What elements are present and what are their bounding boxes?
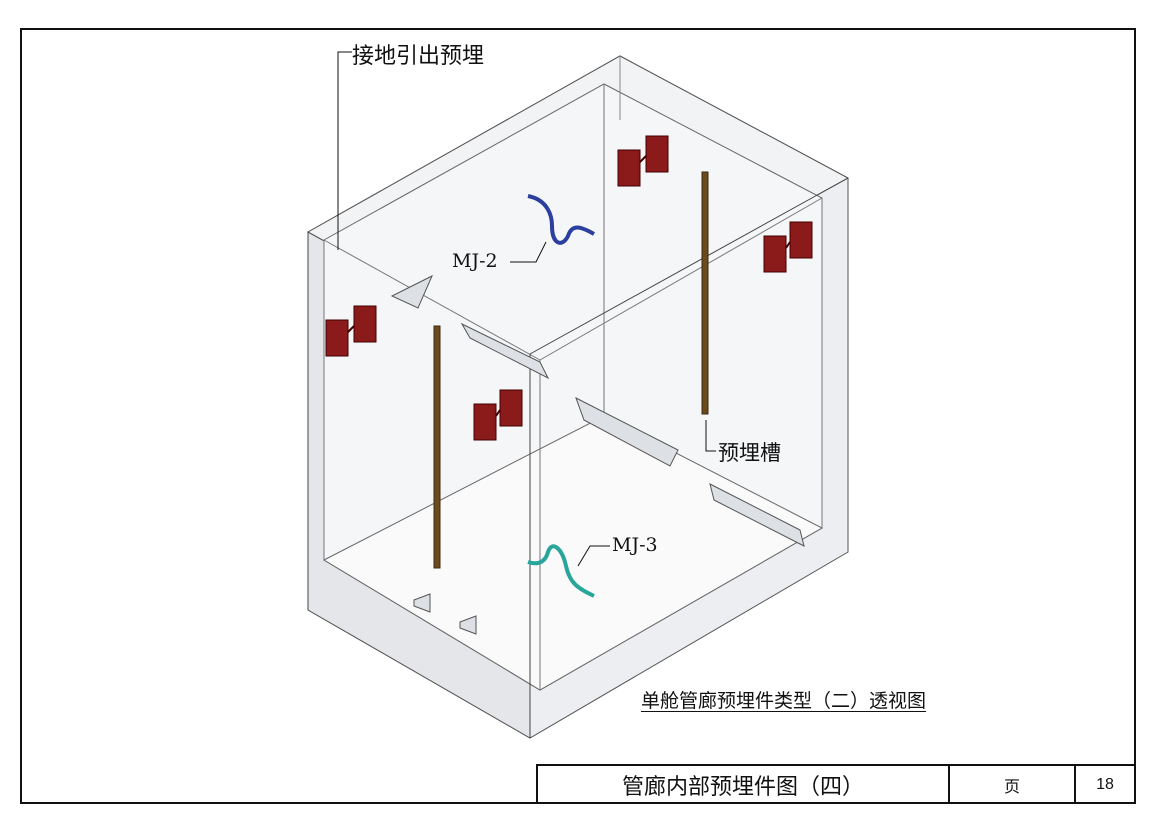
title-block-page-label: 页: [950, 766, 1076, 804]
embedded-channel: [701, 171, 709, 415]
leader-line-mj2: [510, 241, 547, 263]
leader-line-ground: [337, 51, 352, 250]
embedded-channel: [433, 325, 441, 569]
callout-mj3: MJ-3: [612, 534, 658, 556]
mj3-bent-bar: [527, 544, 595, 598]
title-block-title: 管廊内部预埋件图（四）: [538, 766, 950, 804]
inner-edge: [323, 239, 541, 361]
drawing-frame: [20, 28, 1136, 804]
callout-ground-lead: 接地引出预埋: [352, 44, 485, 69]
haunch-wedge: [413, 593, 431, 613]
mj2-bent-bar: [527, 194, 595, 245]
title-block: 管廊内部预埋件图（四） 页 18: [536, 764, 1136, 804]
callout-embedded-slot: 预埋槽: [718, 441, 781, 465]
inner-edge: [539, 197, 823, 361]
steel-plate-embed: [763, 221, 813, 273]
haunch-wedge: [390, 274, 434, 309]
title-block-page-number: 18: [1096, 776, 1114, 793]
haunch-wedge: [459, 615, 477, 635]
steel-plate-embed: [325, 305, 377, 357]
drawing-caption: 单舱管廊预埋件类型（二）透视图: [641, 690, 927, 712]
leader-line-mj3: [577, 545, 610, 567]
haunch-wedge: [575, 396, 679, 467]
callout-mj2: MJ-2: [452, 250, 498, 272]
leader-line-slot: [705, 420, 716, 452]
haunch-wedge: [460, 322, 550, 380]
outer-edge: [529, 177, 849, 355]
steel-plate-embed: [617, 135, 669, 187]
steel-plate-embed: [473, 389, 523, 441]
haunch-wedge: [709, 483, 805, 547]
